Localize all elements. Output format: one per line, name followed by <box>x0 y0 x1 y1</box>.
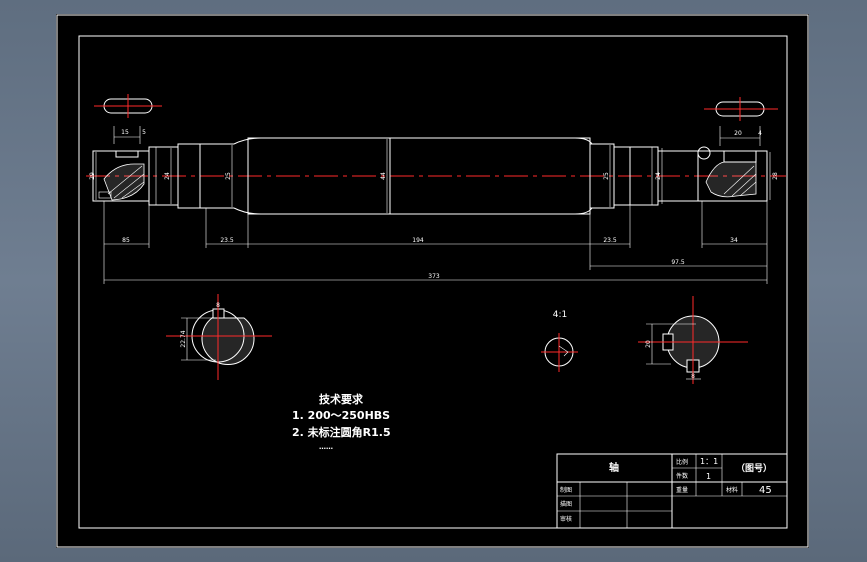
dim-left-end-diameter: 29 <box>89 172 96 180</box>
dim-middle-diameter: 44 <box>380 172 387 180</box>
dim-middle-length: 194 <box>412 237 424 244</box>
dim-right-step-length: 23.5 <box>603 237 617 244</box>
dim-left-keyway: 15 <box>121 129 129 136</box>
dim-right-step-diameter: 25 <box>603 172 610 180</box>
check-label: 描图 <box>560 500 572 508</box>
qty-value: 1 <box>706 472 711 481</box>
dim-right-end-length: 34 <box>730 237 738 244</box>
left-cross-section: 8 22.74 <box>166 294 272 380</box>
right-section-width: 8 <box>691 373 695 380</box>
dim-right-end-diameter: 28 <box>772 172 779 180</box>
detail-scale: 4:1 <box>553 310 567 320</box>
cad-drawing: 15 5 20 4 85 23.5 194 23.5 34 97.5 373 2… <box>56 14 809 548</box>
right-cross-section: 20 8 <box>638 296 748 384</box>
drawn-label: 制图 <box>560 486 572 494</box>
dim-right-keyway: 20 <box>734 130 742 137</box>
technical-requirements: 技术要求 1. 200～250HBS 2. 未标注圆角R1.5 …… <box>292 392 391 451</box>
drawing-sheet: 15 5 20 4 85 23.5 194 23.5 34 97.5 373 2… <box>56 14 809 548</box>
requirements-ellipsis: …… <box>319 443 333 451</box>
dim-right-journal-diameter: 24 <box>655 172 662 180</box>
dim-left-step-diameter: 25 <box>225 172 232 180</box>
shaft-main-view: 15 5 20 4 85 23.5 194 23.5 34 97.5 373 2… <box>86 94 786 284</box>
left-keyway-view <box>94 94 162 118</box>
dim-right-total-length: 97.5 <box>671 259 685 266</box>
title-block: 轴 比例 1：1 件数 1 （图号） 重量 材料 45 制图 描图 审核 <box>556 453 788 529</box>
outer-border <box>56 14 809 548</box>
shaft-right-step <box>589 143 615 209</box>
left-section-depth: 22.74 <box>180 330 187 347</box>
material-label: 材料 <box>726 486 738 494</box>
right-keyway-view <box>704 97 778 121</box>
dim-left-keyway-offset: 5 <box>142 129 146 136</box>
scale-value: 1：1 <box>700 457 718 466</box>
requirements-title: 技术要求 <box>319 392 364 406</box>
review-label: 审核 <box>560 515 572 523</box>
scale-label: 比例 <box>676 458 688 466</box>
part-name: 轴 <box>609 461 619 474</box>
material-value: 45 <box>759 485 772 496</box>
detail-view: 4:1 <box>541 310 578 372</box>
dim-left-step-length: 23.5 <box>220 237 234 244</box>
dim-overall-length: 373 <box>428 273 440 280</box>
weight-label: 重量 <box>676 486 688 494</box>
requirement-item-2: 2. 未标注圆角R1.5 <box>292 425 391 439</box>
dim-right-keyway-offset: 4 <box>758 130 762 137</box>
left-section-width: 8 <box>216 302 220 309</box>
right-section-depth: 20 <box>645 340 652 348</box>
qty-label: 件数 <box>676 472 688 480</box>
drawing-number: （图号） <box>736 463 772 474</box>
shaft-left-step <box>177 143 201 209</box>
inner-border <box>78 35 788 529</box>
dim-left-end-length: 85 <box>122 237 130 244</box>
shaft-right-end <box>697 150 768 202</box>
dim-left-journal-diameter: 24 <box>164 172 171 180</box>
requirement-item-1: 1. 200～250HBS <box>292 409 390 422</box>
